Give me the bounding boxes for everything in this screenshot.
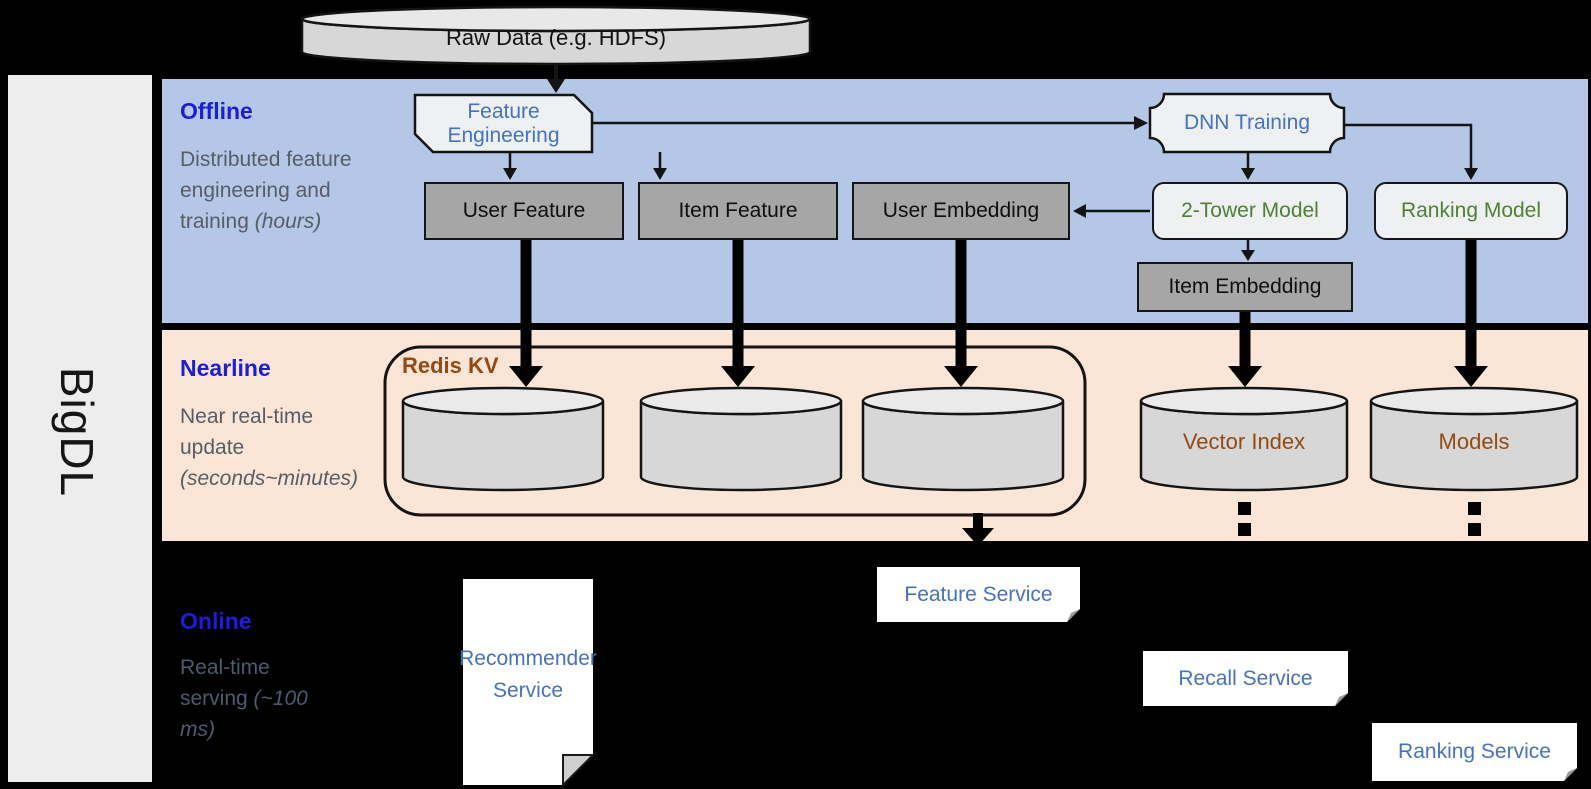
feature-engineering-shape bbox=[413, 93, 594, 154]
kv-cylinder-3 bbox=[861, 386, 1065, 492]
recall-service-label: Recall Service bbox=[1178, 666, 1313, 690]
nearline-desc-italic: (seconds~minutes) bbox=[180, 467, 358, 490]
arrow-item-feature-to-kv bbox=[721, 239, 755, 387]
offline-desc-italic: (hours) bbox=[254, 210, 322, 233]
arrow-kv-to-feature-service bbox=[962, 513, 994, 546]
kv-cylinder-1 bbox=[401, 386, 605, 492]
user-embedding-node: User Embedding bbox=[852, 182, 1070, 240]
arrow-dnn-training-to-two-tower-model bbox=[1241, 152, 1255, 180]
arrow-user-embedding-to-kv bbox=[944, 239, 978, 387]
user-feature-node: User Feature bbox=[424, 182, 624, 240]
models-label: Models bbox=[1438, 429, 1510, 454]
arrow-user-feature-to-kv bbox=[509, 239, 543, 387]
arrow-item-embedding-to-vector-index bbox=[1228, 311, 1262, 387]
dashed-connectors bbox=[1238, 502, 1481, 536]
dash-models-1 bbox=[1468, 502, 1481, 515]
dnn-training-node: DNN Training bbox=[1183, 111, 1311, 134]
vector-index-cylinder bbox=[1139, 386, 1349, 492]
online-title: Online bbox=[180, 608, 252, 634]
dash-vector-index-1 bbox=[1238, 502, 1251, 515]
bigdl-brand: BigDL bbox=[51, 366, 103, 498]
item-embedding-node: Item Embedding bbox=[1137, 262, 1353, 312]
nearline-title: Nearline bbox=[180, 355, 271, 381]
arrow-two-tower-model-to-user-embedding bbox=[1073, 204, 1150, 218]
bigdl-sidebar-band bbox=[8, 75, 152, 782]
raw-data-cylinder bbox=[300, 5, 812, 66]
arrow-two-tower-model-to-item-embedding bbox=[1241, 240, 1255, 261]
arrow-feature-engineering-to-item-feature bbox=[653, 152, 667, 180]
arrow-feature-engineering-to-dnn-training bbox=[592, 116, 1148, 130]
nearline-description: Near real-time update (seconds~minutes) bbox=[180, 401, 375, 494]
online-desc-text: Real-time serving bbox=[180, 656, 270, 710]
item-feature-node: Item Feature bbox=[638, 182, 838, 240]
offline-desc-text: Distributed feature engineering and trai… bbox=[180, 148, 352, 233]
offline-description: Distributed feature engineering and trai… bbox=[180, 144, 352, 237]
recall-service-shape bbox=[1143, 651, 1348, 706]
kv-cylinder-2 bbox=[639, 386, 843, 492]
recommender-service-document bbox=[463, 579, 596, 788]
thin-arrows bbox=[503, 64, 1478, 261]
online-service-shapes bbox=[463, 567, 1577, 788]
feature-service-label: Feature Service bbox=[904, 582, 1053, 606]
online-desc-italic: (~100 ms) bbox=[180, 687, 308, 741]
arrow-ranking-model-to-models bbox=[1454, 239, 1488, 387]
nearline-desc-text: Near real-time update bbox=[180, 405, 314, 459]
redis-kv-label: Redis KV bbox=[402, 353, 499, 378]
ranking-model-node: Ranking Model bbox=[1374, 182, 1568, 240]
dnn-training-shape bbox=[1148, 92, 1346, 154]
kv-cylinders bbox=[401, 386, 1579, 492]
offline-title: Offline bbox=[180, 98, 253, 124]
two-tower-model-node: 2-Tower Model bbox=[1152, 182, 1348, 240]
feature-engineering-node: Feature Engineering bbox=[447, 99, 560, 147]
ranking-service-shape bbox=[1372, 723, 1577, 781]
dash-models-2 bbox=[1468, 523, 1481, 536]
online-description: Real-time serving (~100 ms) bbox=[180, 652, 315, 745]
arrow-feature-engineering-to-user-feature bbox=[503, 152, 517, 180]
ranking-service-label: Ranking Service bbox=[1398, 740, 1551, 763]
raw-data-label: Raw Data (e.g. HDFS) bbox=[445, 25, 667, 50]
arrow-dnn-training-to-ranking-model bbox=[1344, 123, 1478, 180]
thick-arrows bbox=[509, 239, 1488, 546]
dash-vector-index-2 bbox=[1238, 523, 1251, 536]
vector-index-label: Vector Index bbox=[1182, 429, 1306, 454]
arrow-rawdata-to-feature-engineering bbox=[547, 64, 565, 93]
recommender-service-label: Recommender Service bbox=[459, 647, 597, 702]
feature-service-shape bbox=[877, 567, 1080, 622]
models-cylinder bbox=[1369, 386, 1579, 492]
